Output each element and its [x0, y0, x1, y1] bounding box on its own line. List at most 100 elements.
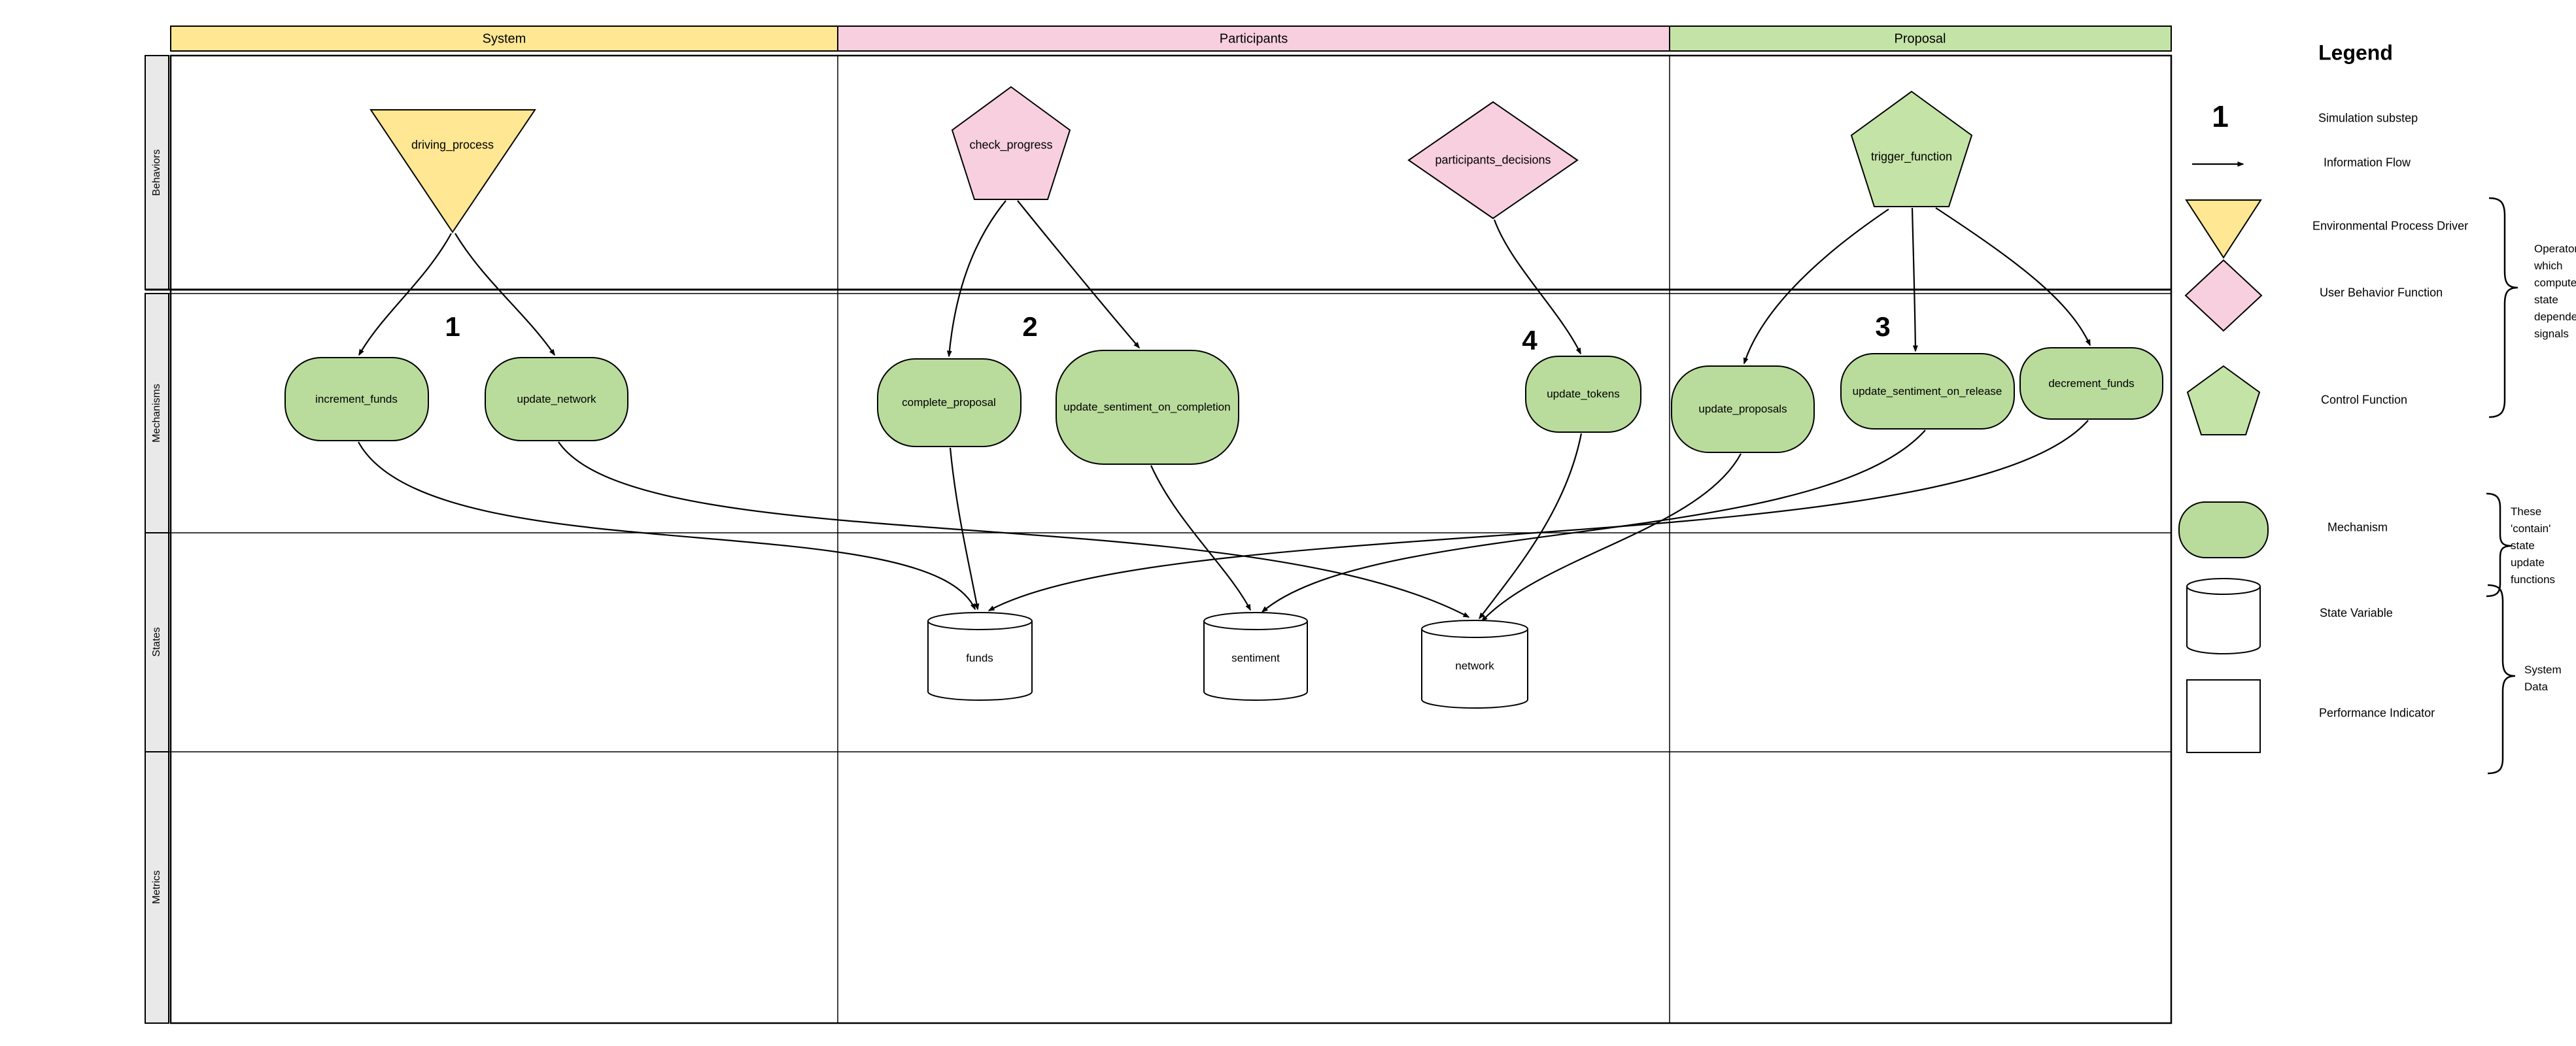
legend-item-state-variable: State Variable [2320, 606, 2393, 620]
annotation-system-data: System Data [2524, 662, 2562, 696]
state-network-body [1421, 629, 1528, 709]
state-network-top [1421, 620, 1528, 638]
annotation-line: These [2511, 505, 2542, 518]
annotation-line: update [2511, 556, 2545, 569]
annotation-line: Operators [2534, 243, 2576, 255]
state-funds-label: funds [966, 652, 993, 664]
annotation-line: dependent [2534, 311, 2576, 323]
annotation-line: Data [2524, 681, 2548, 693]
annotation-mechanism-note: These 'contain' state update functions [2511, 503, 2555, 588]
mechanism-update-proposals-shape [1671, 365, 1815, 453]
mechanism-update-sentiment-on-completion-shape [1056, 350, 1239, 465]
mechanism-update-tokens-shape [1525, 356, 1641, 433]
state-funds-top [927, 612, 1033, 630]
column-header-system: System [482, 31, 526, 46]
state-sentiment-body [1203, 621, 1308, 701]
behavior-trigger-function-shape [1850, 90, 1973, 207]
row-cell-metrics [145, 751, 169, 1024]
column-header-participants: Participants [1219, 31, 1288, 46]
state-sentiment-top [1203, 612, 1308, 630]
substep-number-4: 4 [1522, 325, 1537, 356]
legend-item-simulation-substep: Simulation substep [2318, 111, 2418, 125]
annotation-line: signals [2534, 328, 2569, 340]
behavior-check-progress-shape [951, 86, 1071, 200]
row-label-states: States [151, 627, 162, 657]
legend-item-performance-indicator: Performance Indicator [2319, 706, 2435, 720]
legend-item-control-function: Control Function [2321, 393, 2408, 407]
arrow-driving-process-to-increment-funds [358, 233, 452, 356]
legend-pentagon-symbol [2186, 365, 2261, 435]
legend-square-symbol [2186, 679, 2261, 753]
mechanism-update-sentiment-on-release-shape [1840, 353, 2015, 430]
arrow-update-network-to-network [558, 441, 1470, 618]
substep-number-1: 1 [445, 311, 460, 342]
legend-cylinder-symbol-body [2186, 586, 2261, 654]
legend-brace-system-data [2487, 584, 2516, 775]
row-cell-states [145, 532, 169, 752]
legend-cylinder-symbol-top [2186, 578, 2261, 595]
annotation-line: 'contain' [2511, 522, 2551, 535]
mechanism-update-proposals-label: update_proposals [1698, 403, 1787, 415]
annotation-line: functions [2511, 573, 2556, 586]
legend-diamond-symbol [2184, 259, 2263, 332]
substep-number-2: 2 [1022, 311, 1038, 342]
arrow-trigger-function-to-decrement-funds [1935, 207, 2091, 346]
arrow-participants-decisions-to-update-tokens [1493, 219, 1581, 355]
mechanism-update-sentiment-on-completion-label: update_sentiment_on_completion [1063, 401, 1231, 413]
annotation-line: System [2524, 664, 2562, 676]
mechanism-update-network-label: update_network [517, 393, 596, 405]
column-header-proposal: Proposal [1894, 31, 1946, 46]
annotation-line: state [2511, 539, 2535, 552]
mechanism-complete-proposal-shape [877, 358, 1022, 447]
row-label-mechanisms: Mechanisms [151, 384, 162, 443]
mechanism-decrement-funds-label: decrement_funds [2048, 377, 2135, 390]
state-funds-body [927, 621, 1033, 701]
behavior-trigger-function-label: trigger_function [1870, 150, 1953, 163]
substep-number-3: 3 [1875, 311, 1891, 342]
arrow-trigger-function-to-update-sentiment-on-release [1911, 207, 1918, 352]
column-header-system-bg [170, 25, 838, 52]
behavior-driving-process-shape [369, 109, 536, 233]
row-label-metrics: Metrics [151, 870, 162, 904]
legend-item-information-flow: Information Flow [2324, 156, 2411, 169]
behavior-check-progress-label: check_progress [969, 138, 1053, 152]
grid-outline [169, 54, 2172, 1024]
legend-brace-mechanism [2486, 492, 2513, 598]
mechanism-complete-proposal-label: complete_proposal [902, 396, 996, 409]
state-sentiment-label: sentiment [1231, 652, 1280, 664]
row-label-behaviors: Behaviors [151, 149, 162, 196]
arrow-update-sentiment-on-release-to-sentiment [1261, 430, 1926, 613]
mechanism-update-sentiment-on-release-label: update_sentiment_on_release [1852, 385, 2002, 397]
mechanism-increment-funds-label: increment_funds [315, 393, 398, 405]
annotation-line: state [2534, 294, 2558, 306]
legend-substep-symbol: 1 [2212, 99, 2229, 133]
arrow-check-progress-to-update-sentiment-on-completion [1017, 200, 1140, 349]
legend-brace-signals [2488, 197, 2518, 418]
mechanism-increment-funds-shape [284, 357, 429, 441]
legend-item-environmental-process-driver: Environmental Process Driver [2312, 219, 2469, 233]
legend-item-user-behavior-function: User Behavior Function [2320, 286, 2443, 299]
annotation-line: which [2534, 260, 2563, 272]
arrow-increment-funds-to-funds [358, 441, 976, 611]
legend-triangle-symbol [2185, 199, 2262, 259]
column-header-participants-bg [837, 25, 1670, 52]
column-header-proposal-bg [1669, 25, 2172, 52]
behavior-participants-decisions-shape [1407, 101, 1579, 220]
state-network-label: network [1455, 660, 1494, 672]
arrow-check-progress-to-complete-proposal [946, 200, 1006, 358]
behavior-driving-process-label: driving_process [411, 138, 494, 152]
arrow-update-proposals-to-network [1481, 453, 1742, 622]
legend-item-mechanism: Mechanism [2327, 520, 2388, 534]
arrow-driving-process-to-update-network [455, 233, 555, 356]
row-cell-behaviors [145, 55, 169, 290]
arrow-complete-proposal-to-funds [949, 447, 980, 611]
mechanism-update-tokens-label: update_tokens [1547, 388, 1620, 400]
arrow-decrement-funds-to-funds [987, 420, 2089, 611]
arrow-trigger-function-to-update-proposals [1743, 209, 1889, 365]
legend-mechanism-symbol [2178, 501, 2269, 558]
behavior-participants-decisions-label: participants_decisions [1435, 153, 1551, 167]
mechanism-decrement-funds-shape [2019, 347, 2163, 420]
